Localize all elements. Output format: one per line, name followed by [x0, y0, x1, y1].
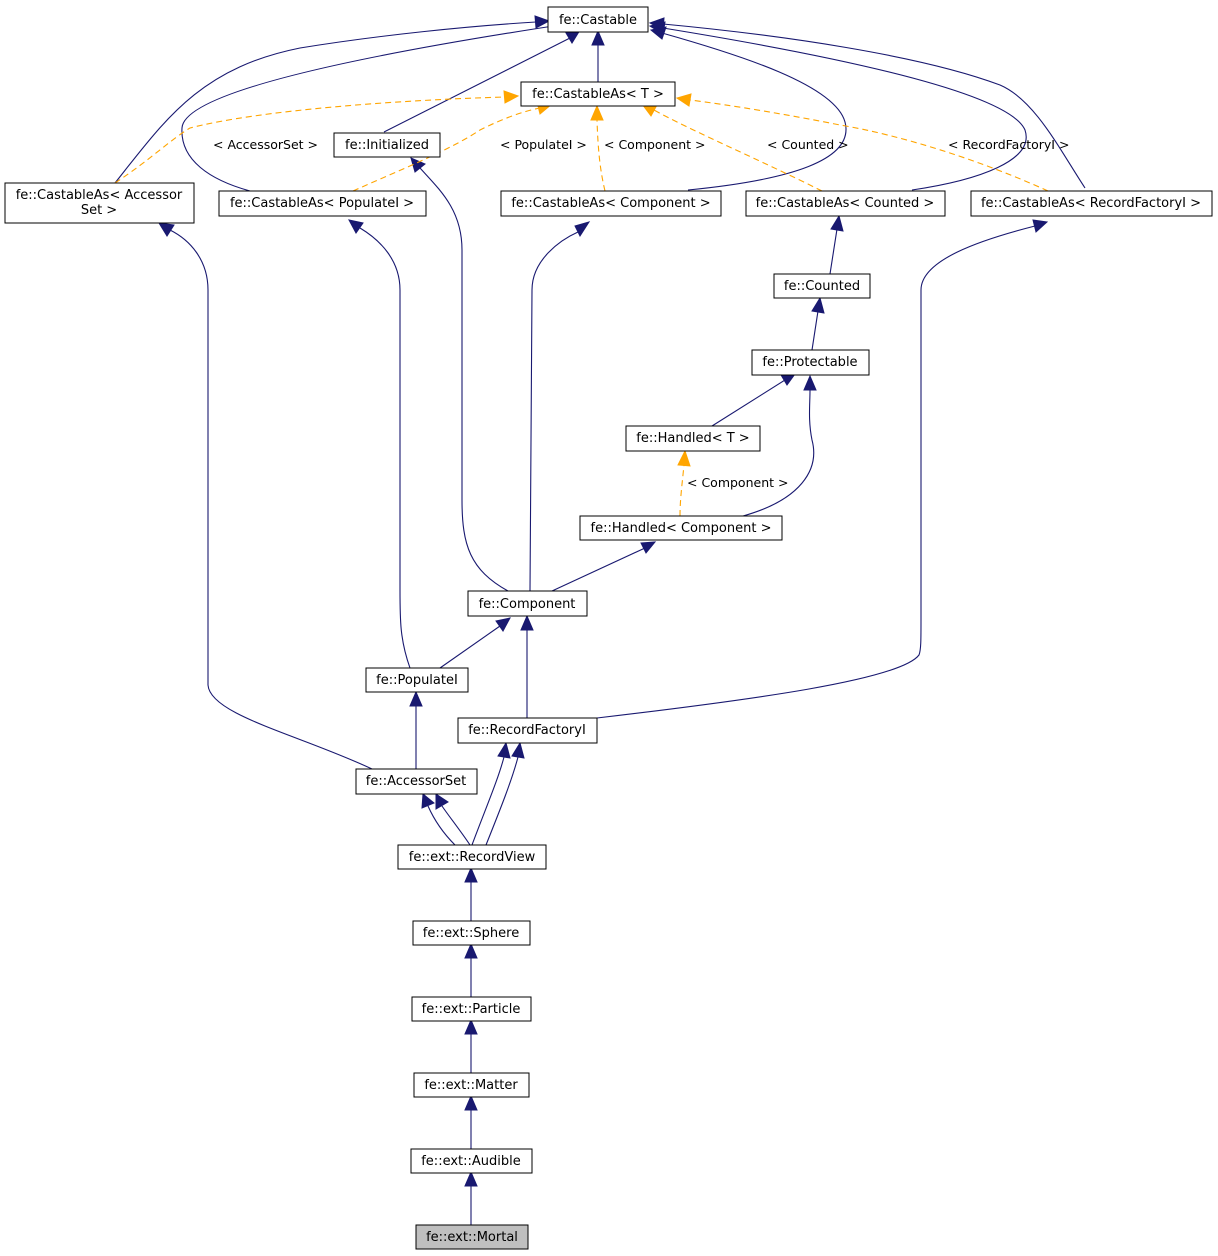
node-label: fe::Initialized — [345, 138, 429, 153]
node-castableas-populate[interactable]: fe::CastableAs< PopulateI > — [218, 190, 427, 217]
template-edge-handled-component — [677, 449, 691, 517]
edge-accessorset-to-castableas-accessorset — [158, 222, 373, 770]
edge-protectable-to-counted — [811, 296, 825, 351]
node-label: fe::CastableAs< Counted > — [756, 196, 935, 211]
node-label: fe::Component — [479, 597, 576, 612]
node-initialized[interactable]: fe::Initialized — [333, 132, 441, 158]
edge-accessorset-to-populate — [409, 690, 423, 769]
edge-counted-to-castableas-counted — [829, 214, 844, 275]
edge-recordfactory-to-castableas-recordfactory — [596, 219, 1049, 719]
node-handled-component[interactable]: fe::Handled< Component > — [579, 515, 783, 541]
node-label: fe::ext::Audible — [421, 1154, 521, 1169]
node-audible[interactable]: fe::ext::Audible — [410, 1148, 533, 1174]
node-label: fe::Castable — [559, 13, 637, 28]
edge-handled-t-to-protectable — [711, 373, 797, 427]
edge-matter-to-particle — [464, 1018, 478, 1073]
edge-recordview-to-recordfactory-2 — [485, 741, 525, 846]
node-label: fe::ext::Matter — [424, 1078, 518, 1093]
node-label: fe::CastableAs< RecordFactoryI > — [981, 196, 1201, 211]
node-matter[interactable]: fe::ext::Matter — [413, 1072, 530, 1098]
node-recordfactory[interactable]: fe::RecordFactoryI — [457, 717, 598, 744]
edge-label-component: < Component > — [604, 137, 705, 152]
node-label: fe::CastableAs< T > — [532, 87, 664, 102]
edge-component-to-handled-component — [551, 541, 657, 592]
edge-initialized-to-castable — [383, 29, 582, 133]
node-label: fe::CastableAs< Component > — [511, 196, 710, 211]
node-component[interactable]: fe::Component — [467, 590, 588, 617]
edge-recordview-to-recordfactory-1 — [471, 741, 511, 846]
node-particle[interactable]: fe::ext::Particle — [411, 996, 532, 1022]
edge-label-recordfactory: < RecordFactoryI > — [948, 137, 1069, 152]
node-populate[interactable]: fe::PopulateI — [365, 667, 469, 693]
node-label: fe::ext::Particle — [422, 1002, 521, 1017]
node-accessorset[interactable]: fe::AccessorSet — [355, 768, 478, 795]
node-counted[interactable]: fe::Counted — [773, 273, 871, 299]
node-label: fe::ext::RecordView — [409, 850, 536, 865]
template-edge-component — [590, 104, 606, 192]
node-label: fe::AccessorSet — [366, 774, 466, 789]
node-protectable[interactable]: fe::Protectable — [751, 349, 870, 376]
edge-recordview-to-accessorset-2 — [435, 793, 471, 846]
edge-label-populate: < PopulateI > — [500, 137, 587, 152]
edge-recordview-to-accessorset-1 — [421, 793, 456, 846]
node-mortal-current[interactable]: fe::ext::Mortal — [415, 1224, 529, 1250]
edge-label-accessorset: < AccessorSet > — [213, 137, 318, 152]
node-castableas-recordfactory[interactable]: fe::CastableAs< RecordFactoryI > — [970, 190, 1213, 217]
edge-sphere-to-recordview — [464, 866, 478, 921]
edge-audible-to-matter — [464, 1094, 478, 1149]
node-label: fe::Protectable — [762, 355, 857, 370]
node-label: fe::ext::Mortal — [426, 1230, 518, 1245]
edge-castableas-populate-to-castable — [181, 18, 574, 192]
edge-castableas-recordfactory-to-castable — [648, 17, 1086, 189]
edge-castableas-counted-to-castable — [648, 21, 1027, 191]
node-label: fe::CastableAs< PopulateI > — [230, 196, 414, 211]
node-label: fe::ext::Sphere — [423, 926, 519, 941]
node-label: fe::Handled< T > — [636, 431, 749, 446]
edge-castableas-t-to-castable — [591, 29, 605, 82]
edge-component-to-castableas-component — [529, 221, 591, 592]
template-edge-accessorset — [114, 90, 520, 184]
node-label: fe::Counted — [784, 279, 860, 294]
node-handled-t[interactable]: fe::Handled< T > — [625, 425, 761, 452]
node-recordview[interactable]: fe::ext::RecordView — [397, 844, 547, 870]
node-label: fe::Handled< Component > — [591, 521, 772, 536]
node-castable[interactable]: fe::Castable — [547, 6, 649, 33]
edge-handled-component-to-protectable — [742, 374, 817, 517]
node-castableas-accessorset[interactable]: fe::CastableAs< Accessor Set > — [4, 182, 195, 224]
node-castableas-component[interactable]: fe::CastableAs< Component > — [500, 190, 722, 217]
template-edge-recordfactory — [675, 93, 1049, 192]
edge-mortal-to-audible — [464, 1170, 478, 1225]
edge-populate-to-component — [439, 617, 511, 669]
node-label: fe::PopulateI — [376, 673, 458, 688]
edge-populate-to-castableas-populate — [348, 219, 411, 669]
edge-label-counted: < Counted > — [767, 137, 849, 152]
node-label: fe::RecordFactoryI — [468, 723, 586, 738]
edge-recordfactory-to-component — [520, 614, 534, 718]
node-castableas-counted[interactable]: fe::CastableAs< Counted > — [745, 190, 946, 217]
edge-component-to-initialized — [410, 157, 509, 592]
edge-castableas-accessorset-to-castable — [114, 15, 551, 184]
node-label-line1: fe::CastableAs< Accessor — [16, 188, 183, 203]
node-sphere[interactable]: fe::ext::Sphere — [412, 920, 531, 946]
node-label-line2: Set > — [81, 203, 117, 218]
node-castableas-t[interactable]: fe::CastableAs< T > — [520, 81, 676, 107]
edge-label-handled-component: < Component > — [687, 475, 788, 490]
edge-particle-to-sphere — [464, 942, 478, 997]
